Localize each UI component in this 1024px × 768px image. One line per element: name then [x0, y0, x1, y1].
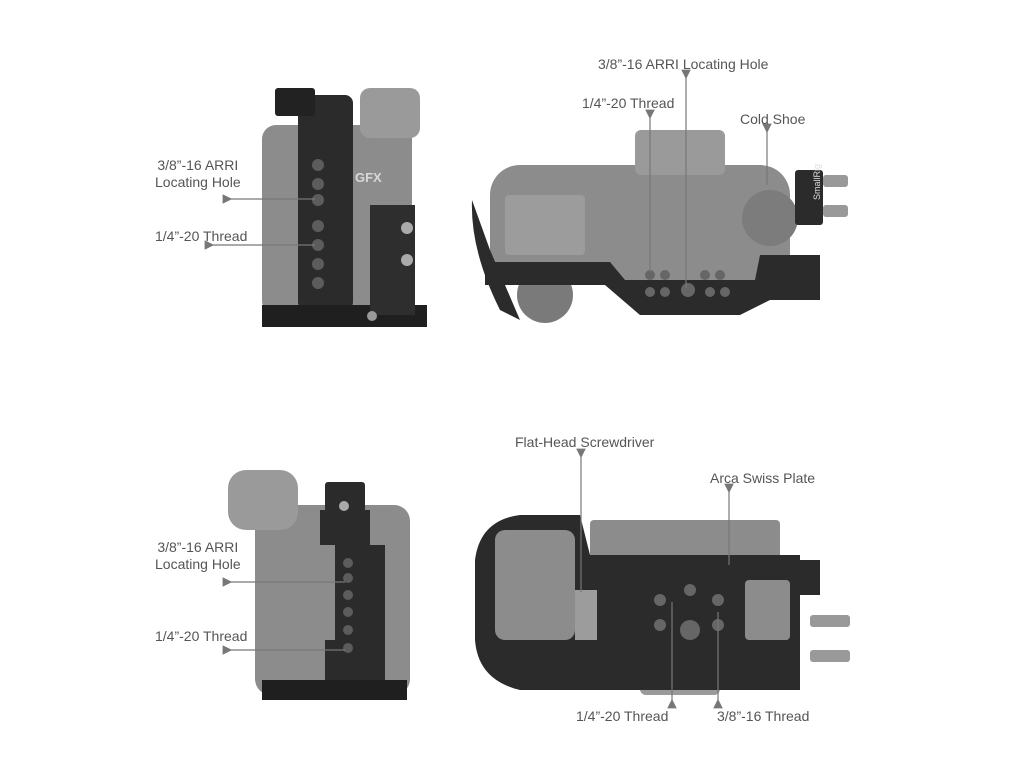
label-thread-three-eighths-16: 3/8”-16 Thread: [717, 708, 810, 724]
label-arca-swiss-plate: Arca Swiss Plate: [710, 470, 816, 486]
screwdriver: [575, 590, 597, 640]
label-thread-quarter-20: 1/4”-20 Thread: [576, 708, 669, 724]
label-line: Locating Hole: [155, 556, 241, 572]
label-line: 3/8”-16 ARRI: [157, 539, 239, 555]
label-arri-locating-hole-top-left: 3/8”-16 ARRI Locating Hole: [155, 157, 241, 191]
cage-side-plate: [320, 510, 385, 700]
gfx-badge: GFX: [355, 170, 382, 185]
label-arri-locating-hole-top-right: 3/8”-16 ARRI Locating Hole: [598, 56, 769, 72]
label-thread-top-right: 1/4”-20 Thread: [582, 95, 675, 111]
label-cold-shoe: Cold Shoe: [740, 111, 806, 127]
cold-shoe-clamp: [795, 170, 823, 225]
camera-side-view-top-left: [262, 88, 427, 327]
camera-front-view-bottom-right: [475, 515, 850, 695]
cage-top-plate: [485, 255, 820, 315]
camera-side-view-bottom-left: [228, 470, 410, 700]
label-arri-locating-hole-bottom-left: 3/8”-16 ARRI Locating Hole: [155, 539, 241, 573]
cage-side-plate: [298, 95, 353, 310]
label-thread-bottom-left: 1/4”-20 Thread: [155, 628, 248, 644]
camera-top-view-top-right: [471, 130, 848, 323]
leader-lines: [204, 69, 772, 709]
label-thread-top-left: 1/4”-20 Thread: [155, 228, 248, 244]
label-line: Locating Hole: [155, 174, 241, 190]
label-flat-head-screwdriver: Flat-Head Screwdriver: [515, 434, 655, 450]
smallrig-logo: SmallRig: [812, 163, 822, 200]
label-line: 3/8”-16 ARRI: [157, 157, 239, 173]
